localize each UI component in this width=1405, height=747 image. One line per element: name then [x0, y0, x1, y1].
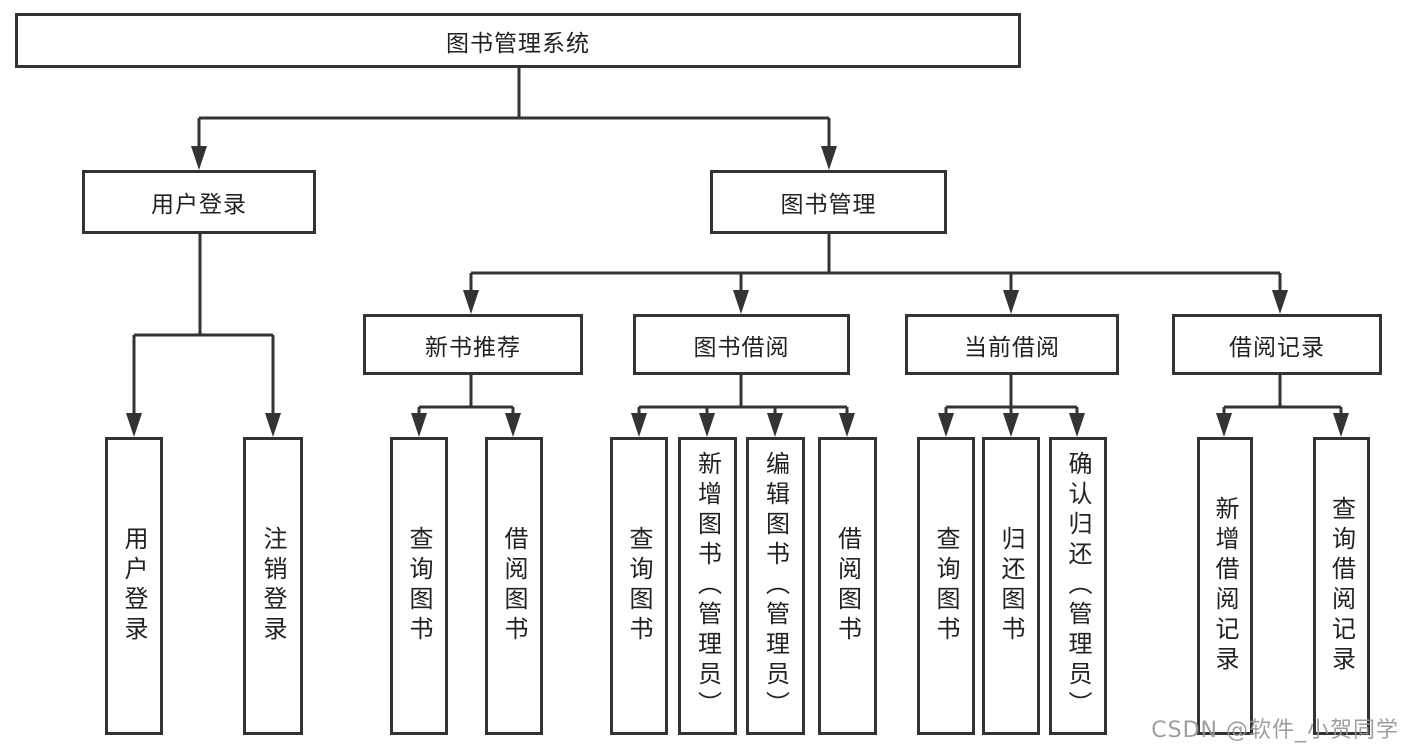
- node-label: 新书推荐: [425, 334, 521, 361]
- node-label: 用户登录: [151, 192, 247, 218]
- leaf-label: 新增借阅记录: [1211, 496, 1239, 676]
- node-book-management: 图书管理: [710, 170, 947, 234]
- leaf-borrow-books-recommend: 借阅图书: [485, 437, 543, 735]
- node-label: 图书管理系统: [446, 30, 590, 57]
- node-borrowing-records: 借阅记录: [1172, 314, 1382, 375]
- node-new-book-recommendation: 新书推荐: [363, 314, 583, 375]
- leaf-label: 查询借阅记录: [1327, 496, 1356, 676]
- leaf-query-borrow-record: 查询借阅记录: [1313, 437, 1370, 735]
- node-label: 借阅记录: [1229, 334, 1325, 361]
- leaf-label: 借阅图书: [833, 526, 862, 646]
- leaf-return-books: 归还图书: [982, 437, 1040, 735]
- leaf-label: 用户登录: [120, 526, 148, 646]
- leaf-label: 编辑图书（管理员）: [761, 451, 790, 721]
- leaf-label: 查询图书: [932, 526, 960, 646]
- leaf-label: 归还图书: [997, 526, 1025, 646]
- leaf-query-books-borrowing: 查询图书: [610, 437, 668, 735]
- leaf-confirm-return-admin: 确认归还（管理员）: [1049, 437, 1107, 735]
- leaf-label: 借阅图书: [500, 526, 528, 646]
- leaf-edit-books-admin: 编辑图书（管理员）: [746, 437, 805, 735]
- leaf-label: 确认归还（管理员）: [1064, 451, 1092, 721]
- node-user-login: 用户登录: [82, 170, 316, 234]
- leaf-user-login: 用户登录: [105, 437, 163, 735]
- node-book-borrowing: 图书借阅: [633, 314, 850, 375]
- leaf-query-books-current: 查询图书: [917, 437, 975, 735]
- node-label: 图书借阅: [693, 334, 790, 361]
- leaf-label: 查询图书: [625, 526, 653, 646]
- leaf-add-borrow-record: 新增借阅记录: [1197, 437, 1253, 735]
- node-current-borrowing: 当前借阅: [905, 314, 1119, 375]
- node-label: 当前借阅: [964, 334, 1060, 361]
- leaf-label: 查询图书: [405, 526, 433, 646]
- leaf-query-books-recommend: 查询图书: [390, 437, 448, 735]
- leaf-label: 新增图书（管理员）: [693, 451, 722, 721]
- node-label: 图书管理: [780, 192, 877, 218]
- leaf-label: 注销登录: [259, 526, 287, 646]
- leaf-logout: 注销登录: [243, 437, 303, 735]
- leaf-add-books-admin: 新增图书（管理员）: [678, 437, 737, 735]
- leaf-borrow-books: 借阅图书: [818, 437, 877, 735]
- node-library-management-system: 图书管理系统: [15, 13, 1021, 68]
